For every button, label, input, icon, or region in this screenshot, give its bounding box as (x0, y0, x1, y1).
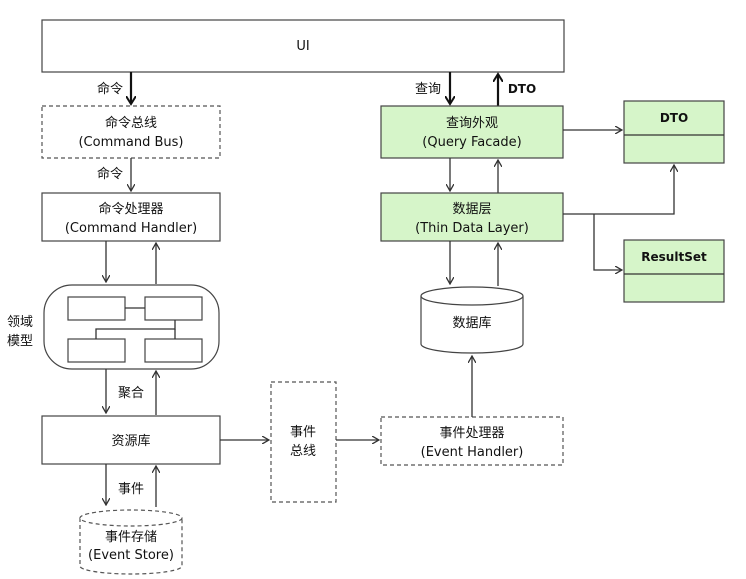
model-entity-3 (67, 338, 126, 363)
database-top (420, 286, 524, 306)
dto-box-label: DTO (660, 111, 688, 125)
model-entity-1 (67, 296, 126, 321)
model-entity-4 (144, 338, 203, 363)
database-label: 数据库 (452, 315, 491, 331)
command-bus-en: (Command Bus) (78, 135, 183, 150)
event-store-cylinder (79, 518, 183, 575)
thin-data-layer-zh: 数据层 (452, 202, 491, 217)
query-edge-label: 查询 (415, 82, 441, 97)
thin-data-layer-en: (Thin Data Layer) (415, 221, 529, 236)
event-bus-box (270, 381, 337, 503)
event-handler-zh: 事件处理器 (439, 426, 504, 441)
event-handler-en: (Event Handler) (421, 445, 524, 460)
layer-to-resultset-arrow (593, 214, 622, 270)
ui-box (41, 19, 565, 73)
dto-box (623, 100, 725, 164)
resultset-box (623, 239, 725, 303)
command-bus-box (41, 105, 221, 159)
query-facade-box (380, 105, 564, 159)
event-store-zh: 事件存储 (105, 530, 157, 545)
event-handler-box (380, 416, 564, 466)
event-edge-label: 事件 (118, 482, 144, 497)
event-store-en: (Event Store) (88, 548, 174, 563)
dto-edge-label: DTO (508, 82, 536, 96)
resultset-box-label: ResultSet (641, 250, 707, 264)
query-facade-en: (Query Facade) (422, 135, 521, 150)
event-bus-label-1: 事件 (290, 425, 316, 440)
repository-label: 资源库 (111, 433, 150, 449)
command-bus-zh: 命令总线 (105, 115, 157, 131)
aggregate-label: 聚合 (118, 386, 144, 401)
domain-model-label-1: 领域 (7, 315, 33, 330)
command-edge-label: 命令 (97, 81, 123, 97)
ui-label: UI (296, 39, 309, 54)
command-handler-box (41, 192, 221, 242)
command-handler-en: (Command Handler) (65, 221, 197, 236)
database-cylinder (420, 296, 524, 354)
command-edge-label-2: 命令 (97, 166, 123, 182)
event-store-top (79, 509, 183, 527)
thin-data-layer-box (380, 192, 564, 242)
query-facade-zh: 查询外观 (446, 116, 498, 131)
command-handler-zh: 命令处理器 (98, 201, 163, 217)
repository-box (41, 415, 221, 465)
model-entity-2 (144, 296, 203, 321)
layer-to-dto-arrow (563, 165, 674, 215)
domain-model-label-2: 模型 (7, 334, 33, 349)
model-link-2 (95, 320, 176, 339)
event-bus-label-2: 总线 (290, 444, 316, 459)
